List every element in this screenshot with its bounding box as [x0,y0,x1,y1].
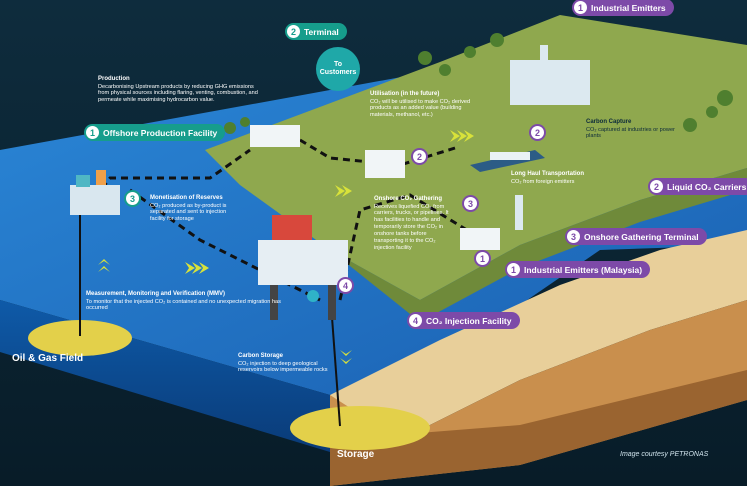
marker-number: 3 [126,192,139,205]
marker-long-haul: 2 [529,124,546,141]
note-title: Carbon Storage [238,353,284,359]
callout-label: Onshore Gathering Terminal [584,231,699,242]
note-body: CO₂ produced as by-product is separated … [150,202,227,223]
marker-number: 3 [464,197,477,210]
land-plateau [205,15,747,300]
note-body: CO₂ from foreign emitters [511,178,575,185]
marker-number: 2 [531,126,544,139]
storage-reservoir [290,406,430,450]
note-utilisation: Utilisation (in the future)CO₂ will be u… [370,91,482,119]
flow-chevrons [98,130,474,364]
callout-label: Terminal [304,26,339,37]
marker-injection: 4 [337,277,354,294]
callout-industrial-emitters-malaysia: 1 Industrial Emitters (Malaysia) [505,261,651,278]
callout-label: Industrial Emitters (Malaysia) [524,264,643,275]
note-title: Carbon Capture [586,119,632,125]
note-body: Decarbonising Upstream products by reduc… [98,83,258,104]
callout-label: CO₂ Injection Facility [426,315,512,326]
marker-number: 2 [413,150,426,163]
earth-layer [330,370,747,486]
customers-bubble: To Customers [316,47,360,91]
callout-co2-injection-facility: 4 CO₂ Injection Facility [407,312,520,329]
label-storage: Storage [337,449,375,460]
marker-utilisation: 2 [411,148,428,165]
callout-onshore-gathering-terminal: 3 Onshore Gathering Terminal [565,228,707,245]
marker-monetisation: 3 [124,190,141,207]
callout-number: 3 [567,230,580,243]
note-body: To monitor that the injected CO₂ is cont… [86,298,281,312]
note-title: Utilisation (in the future) [370,91,440,97]
callout-offshore-production: 1 Offshore Production Facility [84,124,226,141]
label-oil-gas-field: Oil & Gas Field [12,353,84,364]
callout-label: Offshore Production Facility [103,127,218,138]
marker-onshore: 3 [462,195,479,212]
note-body: CO₂ captured at industries or power plan… [586,126,675,140]
note-body: CO₂ will be utilised to make CO₂ derived… [370,98,471,119]
oil-gas-reservoir [28,320,132,356]
marker-number: 1 [476,252,489,265]
callout-label: Industrial Emitters [591,2,666,13]
note-title: Production [98,76,130,82]
terminal-buildings [250,45,590,250]
callout-industrial-emitters: 1 Industrial Emitters [572,0,674,16]
callout-number: 4 [409,314,422,327]
callout-number: 2 [650,180,663,193]
image-credit: Image courtesy PETRONAS [620,451,709,458]
note-title: Onshore CO₂ Gathering [374,196,443,202]
note-title: Long Haul Transportation [511,171,584,177]
offshore-platform [70,170,120,215]
marker-number: 4 [339,279,352,292]
callout-number: 1 [507,263,520,276]
note-mmv: Measurement, Monitoring and Verification… [86,291,286,312]
callout-number: 1 [574,1,587,14]
marker-emitter: 1 [474,250,491,267]
injection-platform [258,215,348,320]
callout-label: Liquid CO₂ Carriers [667,181,747,192]
callout-liquid-co2-carriers: 2 Liquid CO₂ Carriers [648,178,747,195]
callout-terminal: 2 Terminal [285,23,347,40]
note-title: Measurement, Monitoring and Verification… [86,291,226,297]
note-title: Monetisation of Reserves [150,195,223,201]
co2-carrier-ship [470,150,545,172]
beach [330,230,747,452]
note-body: CO₂ injection to deep geological reservo… [238,360,328,374]
note-body: Receives liquefied CO₂ from carriers, tr… [374,203,449,252]
callout-number: 1 [86,126,99,139]
land-plateau-shade [330,168,747,322]
callout-number: 2 [287,25,300,38]
